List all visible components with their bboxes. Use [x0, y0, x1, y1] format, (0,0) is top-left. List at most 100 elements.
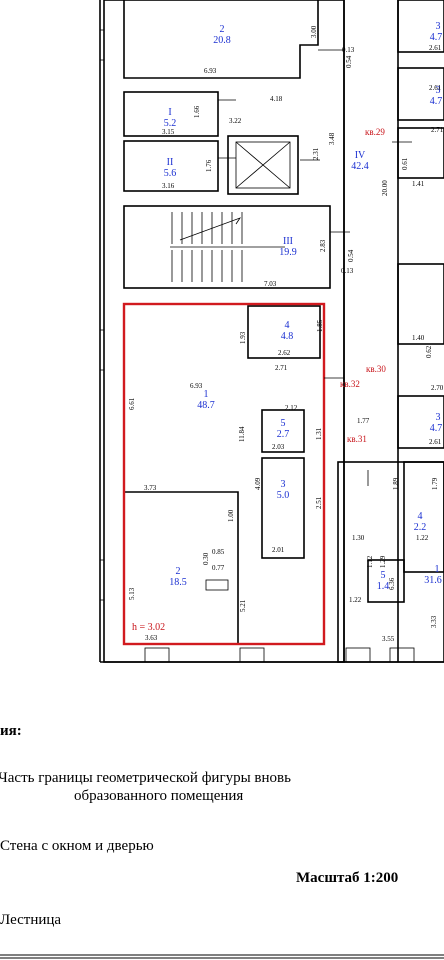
legend-heading: ия:	[0, 723, 22, 739]
dim: 0.54	[347, 249, 355, 262]
dim: 0.62	[425, 345, 433, 358]
dim: 2.71	[431, 126, 444, 134]
dim: 0.85	[212, 548, 225, 556]
room-label-area: 4.7	[430, 96, 443, 107]
dim: 0.13	[342, 46, 355, 54]
right-room-a	[397, 0, 444, 53]
room-label-area: 4.7	[430, 32, 443, 43]
dim: 2.61	[429, 438, 442, 446]
elevator-car	[235, 141, 291, 189]
dim: 2.03	[272, 443, 285, 451]
room-label-num: IV	[355, 150, 366, 161]
dim: 3.55	[382, 635, 395, 643]
room-label-area: 1.4	[377, 581, 390, 592]
stair-steps	[171, 212, 243, 282]
door-marks	[218, 49, 412, 486]
dim: 2.62	[278, 349, 291, 357]
dim: 2.01	[272, 546, 285, 554]
dim: 1.77	[357, 417, 370, 425]
dim: 3.22	[229, 117, 242, 125]
dim: 1.93	[239, 331, 247, 344]
dim: 0.61	[401, 157, 409, 170]
room-label-area: 5.2	[164, 118, 177, 129]
room-label-area: 20.8	[213, 35, 231, 46]
apartment-31-room-5	[367, 559, 405, 603]
room-label-area: 2.2	[414, 522, 427, 533]
room-2-top-walls	[123, 0, 319, 79]
dim: 1.79	[431, 477, 439, 490]
dim: 3.15	[162, 128, 175, 136]
right-room-c	[397, 127, 444, 179]
window	[144, 647, 170, 663]
dim: 6.93	[204, 67, 217, 75]
room-II-walls	[123, 140, 219, 192]
dim: 0.77	[212, 564, 225, 572]
dim: 1.00	[227, 509, 235, 522]
apartment-label-30: кв.30	[366, 364, 386, 374]
window	[99, 559, 105, 601]
dim: 1.66	[193, 105, 201, 118]
dim: 3.73	[144, 484, 157, 492]
apartment-31-room-4	[403, 461, 444, 573]
right-room-d	[397, 263, 444, 345]
dim: 1.41	[412, 180, 425, 188]
room-5-walls	[261, 409, 305, 453]
bathtub	[205, 579, 229, 591]
dim: 1.40	[412, 334, 425, 342]
room-label-area: 4.8	[281, 331, 294, 342]
dim: 2.12	[285, 404, 298, 412]
ceiling-height-label: h = 3.02	[132, 622, 165, 633]
legend: ия: Часть границы геометрической фигуры …	[0, 723, 398, 928]
dim: 1.85	[316, 319, 324, 332]
room-label-num: II	[167, 157, 174, 168]
room-label-num: 3	[436, 21, 441, 32]
room-3-walls	[261, 457, 305, 559]
new-room-boundary	[122, 302, 326, 646]
room-label-num: I	[168, 107, 171, 118]
apartment-31-walls	[337, 461, 444, 663]
room-label-num: III	[283, 236, 293, 247]
apartment-label-31: кв.31	[347, 434, 367, 444]
dim: 2.70	[431, 384, 444, 392]
dim: 1.76	[205, 159, 213, 172]
dim: 2.71	[275, 364, 288, 372]
dim: 6.93	[190, 382, 203, 390]
room-label-num: 2	[176, 566, 181, 577]
room-label-num: 4	[418, 511, 423, 522]
apartment-label-29: кв.29	[365, 127, 385, 137]
room-label-area: 5.0	[277, 490, 290, 501]
dim: 0.54	[345, 55, 353, 68]
room-label-area: 19.9	[279, 247, 297, 258]
room-label-area: 4.7	[430, 423, 443, 434]
dim: 1.89	[392, 477, 400, 490]
dimension-labels: 6.93 3.00 0.13 0.54 4.18 1.66 3.15 3.22 …	[128, 25, 444, 643]
legend-item-wall: Стена с окном и дверью	[0, 838, 154, 854]
dim: 6.61	[128, 397, 136, 410]
dim: 2.31	[312, 147, 320, 160]
dim: 11.84	[238, 426, 246, 442]
room-label-num: 1	[204, 389, 209, 400]
dim: 5.21	[239, 599, 247, 612]
room-label-area: 42.4	[351, 161, 369, 172]
dim: 3.48	[328, 132, 336, 145]
room-labels: 2 20.8 I 5.2 II 5.6 IV 42.4 III 19.9 4 4…	[164, 21, 443, 592]
right-room-e	[397, 395, 444, 449]
dim: 0.13	[341, 267, 354, 275]
room-label-num: 5	[381, 570, 386, 581]
room-label-area: 5.6	[164, 168, 177, 179]
dim: 1.22	[416, 534, 429, 542]
apartment-label-32: кв.32	[340, 379, 360, 389]
legend-item-boundary-line2: образованного помещения	[74, 788, 243, 804]
room-4-walls	[247, 305, 321, 359]
dim: 7.03	[264, 280, 277, 288]
window	[99, 29, 105, 61]
dim: 20.00	[381, 180, 389, 196]
apartment-labels: кв.29 кв.30 кв.32 кв.31	[340, 127, 386, 444]
dim: 1.31	[315, 427, 323, 440]
dim: 1.22	[349, 596, 362, 604]
dim: 6.36	[388, 577, 396, 590]
dim: 4.09	[254, 477, 262, 490]
